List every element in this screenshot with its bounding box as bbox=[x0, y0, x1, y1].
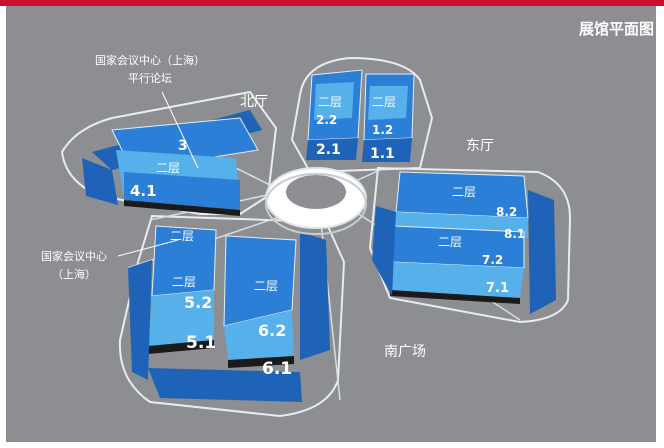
hall-4-1-edge bbox=[124, 200, 240, 216]
south-east-wall bbox=[300, 232, 330, 360]
south-wing bbox=[128, 225, 330, 402]
wing-outlines bbox=[60, 56, 572, 418]
hall-5-1-label: 5.1 bbox=[186, 333, 216, 353]
hall-7-1[interactable] bbox=[390, 262, 524, 298]
south-west-wall bbox=[128, 260, 152, 380]
west-wing bbox=[82, 110, 262, 216]
north-hall-label: 北厅 bbox=[240, 94, 268, 110]
hall-6-2-label: 6.2 bbox=[258, 321, 286, 340]
south-front-wall bbox=[148, 368, 302, 402]
hall-1-1-label: 1.1 bbox=[370, 146, 395, 162]
hall-6-1-label: 6.1 bbox=[262, 359, 292, 379]
floor-tag-6-2: 二层 bbox=[254, 279, 278, 293]
floor-tag-7-2: 二层 bbox=[438, 235, 462, 249]
hall-6-1-edge bbox=[228, 356, 294, 368]
hall-1-1[interactable] bbox=[362, 138, 412, 162]
forum-label-line1: 国家会议中心（上海） bbox=[95, 53, 205, 67]
hall-4-1-label: 4.1 bbox=[130, 182, 157, 200]
central-ring bbox=[265, 167, 367, 235]
leader-lines bbox=[117, 91, 199, 257]
ncc-label-line2: （上海） bbox=[52, 267, 96, 281]
hall-1-2-label: 1.2 bbox=[372, 123, 393, 137]
hall-5-1-edge bbox=[148, 340, 214, 354]
ncc-label-line1: 国家会议中心 bbox=[41, 249, 107, 263]
hall-4-1[interactable] bbox=[124, 172, 240, 210]
hall-2-1[interactable] bbox=[306, 138, 358, 160]
floor-tag-5-2: 二层 bbox=[172, 275, 196, 289]
forum-label-line2: 平行论坛 bbox=[128, 71, 172, 85]
floor-tag-4: 二层 bbox=[156, 161, 180, 175]
hall-7-1-label: 7.1 bbox=[486, 281, 509, 296]
hall-numbers: 2.2 1.2 2.1 1.1 3 4.1 8.2 8.1 7.2 7.1 5.… bbox=[130, 113, 525, 379]
hall-5-2-label: 5.2 bbox=[184, 293, 212, 312]
hall-5-1[interactable] bbox=[148, 290, 214, 346]
top-accent-bar bbox=[0, 0, 664, 6]
hall-2-1-label: 2.1 bbox=[316, 142, 341, 158]
east-wing bbox=[372, 171, 556, 314]
east-hall-label: 东厅 bbox=[466, 138, 494, 154]
floor-tag-2-2: 二层 bbox=[318, 95, 342, 109]
hall-7-2-label: 7.2 bbox=[482, 253, 503, 267]
north-wing bbox=[306, 69, 415, 162]
floor-tag-1-2: 二层 bbox=[372, 95, 396, 109]
hall-8-2-label: 8.2 bbox=[496, 205, 517, 219]
east-inner-wall bbox=[372, 206, 396, 296]
hall-7-1-edge bbox=[390, 290, 520, 304]
hall-1-2-roof bbox=[368, 86, 408, 120]
east-side-wall bbox=[528, 190, 556, 314]
hall-3-label: 3 bbox=[178, 138, 188, 154]
floor-tag-5-top: 二层 bbox=[170, 229, 194, 243]
floor-tag-8-2: 二层 bbox=[452, 185, 476, 199]
page-title: 展馆平面图 bbox=[579, 20, 654, 38]
hall-6-1[interactable] bbox=[224, 310, 294, 360]
floor-tags: 二层 二层 二层 二层 二层 二层 二层 二层 bbox=[156, 95, 476, 293]
hall-2-2-label: 2.2 bbox=[316, 113, 337, 127]
south-plaza-label: 南广场 bbox=[384, 344, 426, 360]
hall-2-2-roof bbox=[314, 82, 354, 120]
hall-4-side bbox=[82, 158, 118, 205]
hall-8-1-label: 8.1 bbox=[504, 227, 525, 241]
